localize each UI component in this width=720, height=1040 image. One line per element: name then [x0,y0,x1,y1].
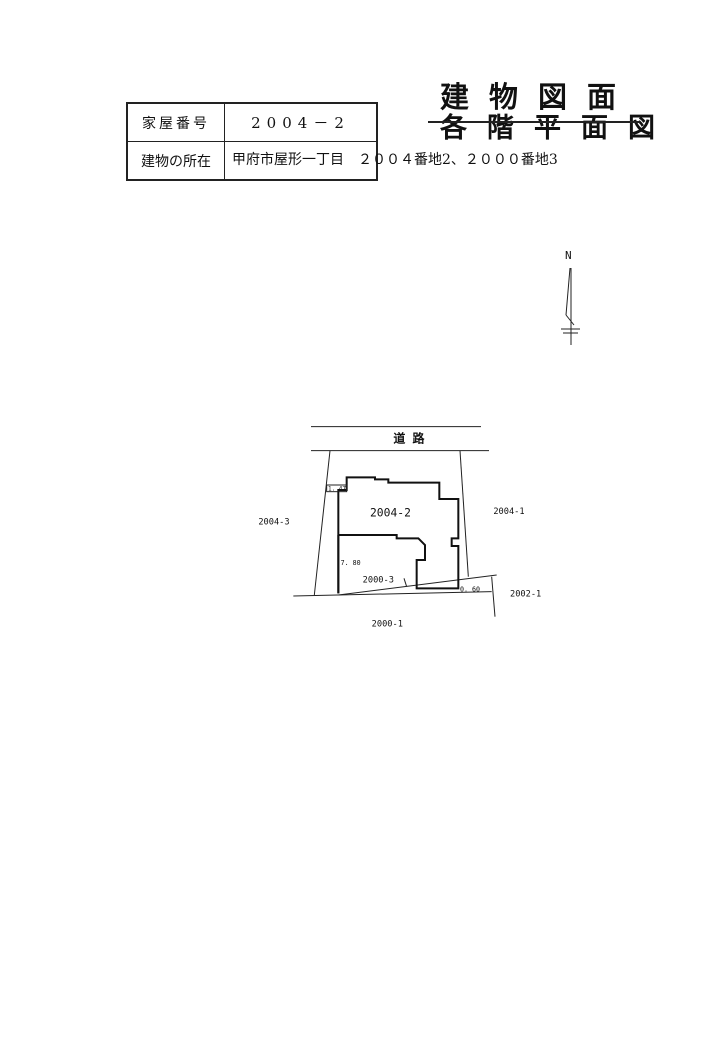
building-outline [337,476,460,594]
compass-north-label: N [565,249,572,262]
lot-boundaries [293,426,497,617]
north-arrow-icon [561,267,580,345]
document-title: 建物図面 [440,80,637,114]
location-row: 建物の所在 [128,142,376,179]
road-label: 道 路 [393,431,425,446]
dimension-top-left: 1. 47 [328,485,346,492]
house-number-row: 家屋番号 2004－2 [128,104,376,142]
lot-label-west: 2004-3 [258,517,289,527]
lot-label-main: 2004-2 [370,506,411,520]
lot-label-south: 2000-1 [372,620,403,630]
location-value: 甲府市屋形一丁目 ２００４番地2、２０００番地3 [232,152,558,168]
site-plan: 道 路 2004-2 2004-1 2004-3 2000-1 2002-1 2… [258,426,541,630]
house-number-value: 2004－2 [251,114,350,132]
document-title-struck: 各階平面図 [440,113,675,144]
strikethrough-line [428,121,640,123]
info-table: 家屋番号 2004－2 建物の所在 [126,102,378,181]
dimension-bottom-right: 0. 60 [460,585,480,593]
dimension-left: 7. 80 [341,559,361,567]
lot-label-east: 2004-1 [493,507,524,517]
lot-label-southeast: 2002-1 [510,590,541,600]
house-number-label: 家屋番号 [128,104,225,141]
location-label: 建物の所在 [128,142,225,179]
lot-label-inner: 2000-3 [363,575,394,585]
dimension-box [326,484,348,493]
